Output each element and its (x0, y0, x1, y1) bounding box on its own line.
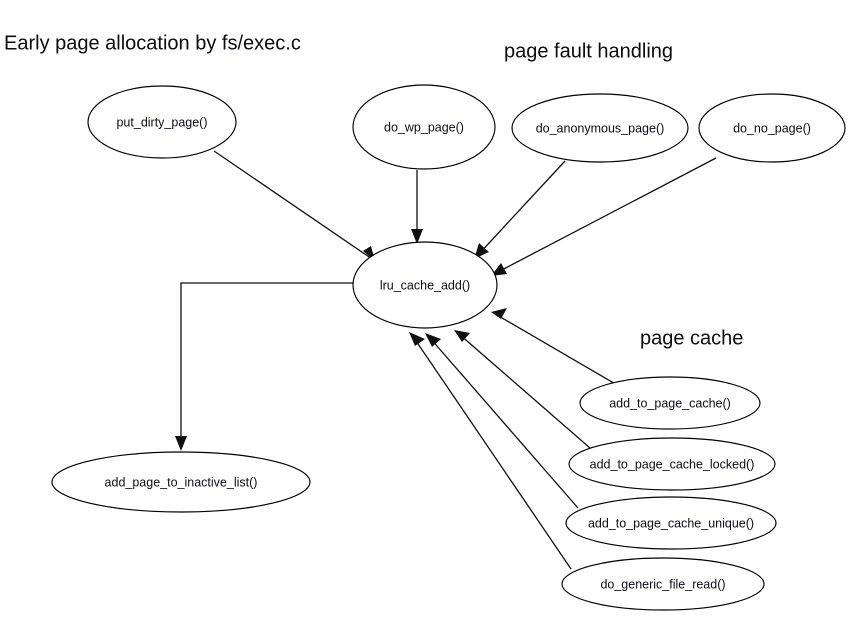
edge-add_to_page_cache-to-lru_cache_add (491, 308, 625, 390)
node-label: add_page_to_inactive_list() (105, 475, 258, 489)
node-ellipse[interactable] (579, 376, 761, 430)
node-label: do_wp_page() (384, 120, 464, 134)
node-ellipse[interactable] (698, 93, 846, 163)
node-do_anonymous_page[interactable]: do_anonymous_page() (511, 93, 689, 163)
node-label: add_to_page_cache_locked() (590, 457, 755, 471)
node-label: do_anonymous_page() (536, 121, 665, 135)
cluster-label-page-cache: page cache (640, 327, 743, 349)
node-label: lru_cache_add() (380, 278, 470, 292)
cluster-label-page-fault-handling: page fault handling (504, 40, 673, 62)
edge-do_wp_page-to-lru_cache_add (411, 170, 423, 244)
cluster-labels-layer: Early page allocation by fs/exec.c page f… (4, 32, 743, 349)
edge-put_dirty_page-to-lru_cache_add (213, 150, 376, 262)
edge-line (180, 282, 353, 443)
arrowhead-icon (454, 330, 470, 342)
node-ellipse[interactable] (352, 241, 498, 329)
edge-add_to_page_cache_locked-to-lru_cache_add (454, 330, 591, 449)
node-add_page_to_inactive_list[interactable]: add_page_to_inactive_list() (51, 451, 311, 513)
arrowhead-icon (425, 333, 441, 347)
node-ellipse[interactable] (87, 85, 237, 159)
node-do_no_page[interactable]: do_no_page() (698, 93, 846, 163)
edge-add_to_page_cache_unique-to-lru_cache_add (425, 333, 579, 509)
node-label: add_to_page_cache_unique() (588, 516, 754, 530)
node-add_to_page_cache_locked[interactable]: add_to_page_cache_locked() (568, 437, 776, 491)
edge-line (413, 337, 572, 570)
node-ellipse[interactable] (561, 557, 765, 611)
node-ellipse[interactable] (568, 437, 776, 491)
node-label: put_dirty_page() (116, 115, 207, 129)
edge-lru_cache_add-to-add_page_to_inactive_list (175, 282, 353, 451)
node-ellipse[interactable] (352, 84, 496, 170)
arrowhead-icon (491, 308, 507, 319)
edge-line (496, 314, 625, 390)
node-do_wp_page[interactable]: do_wp_page() (352, 84, 496, 170)
edge-do_no_page-to-lru_cache_add (491, 157, 717, 276)
edge-line (495, 157, 717, 274)
arrowhead-icon (491, 263, 507, 276)
arrowhead-icon (411, 229, 423, 244)
node-add_to_page_cache[interactable]: add_to_page_cache() (579, 376, 761, 430)
edge-do_generic_file_read-to-lru_cache_add (409, 332, 572, 570)
node-label: do_no_page() (733, 121, 811, 135)
edge-line (213, 150, 376, 262)
node-add_to_page_cache_unique[interactable]: add_to_page_cache_unique() (565, 496, 777, 550)
edge-line (429, 337, 579, 509)
node-put_dirty_page[interactable]: put_dirty_page() (87, 85, 237, 159)
node-label: do_generic_file_read() (600, 577, 725, 591)
edge-line (458, 333, 591, 449)
cluster-label-early-page-allocation: Early page allocation by fs/exec.c (4, 32, 301, 54)
node-label: add_to_page_cache() (609, 396, 731, 410)
node-ellipse[interactable] (511, 93, 689, 163)
edges-layer (175, 150, 717, 570)
edge-do_anonymous_page-to-lru_cache_add (474, 160, 566, 259)
arrowhead-icon (474, 243, 489, 259)
edge-line (477, 160, 566, 256)
nodes-layer: put_dirty_page() do_wp_page() do_anonymous… (51, 84, 846, 611)
node-do_generic_file_read[interactable]: do_generic_file_read() (561, 557, 765, 611)
arrowhead-icon (409, 332, 425, 346)
node-ellipse[interactable] (565, 496, 777, 550)
node-lru_cache_add[interactable]: lru_cache_add() (352, 241, 498, 329)
arrowhead-icon (175, 436, 187, 451)
node-ellipse[interactable] (51, 451, 311, 513)
